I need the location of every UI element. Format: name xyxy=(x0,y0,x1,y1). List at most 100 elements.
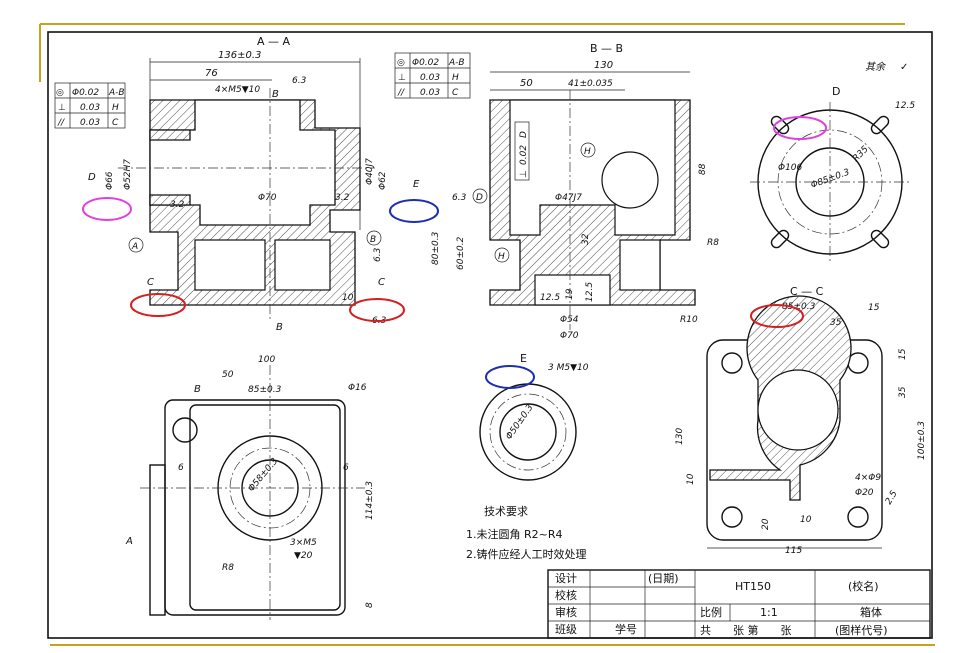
dim-50: 50 xyxy=(520,78,533,89)
technical-requirements: 技术要求 1.未注圆角 R2~R4 2.铸件应经人工时效处理 xyxy=(466,505,587,561)
tb-student-no: 学号 xyxy=(615,622,637,636)
red-oval-c-right xyxy=(349,298,405,322)
rough-3-2-a: 3.2 xyxy=(170,200,185,210)
dim-3xm5: 3×M5 xyxy=(290,538,317,548)
dim-10-left: 10 xyxy=(686,473,696,485)
view-e: E 3 M5▼10 Φ50±0.3 xyxy=(479,352,589,481)
dim-phi40: Φ40J7 xyxy=(365,158,375,185)
dim-4xm5: 4×M5▼10 xyxy=(215,85,260,95)
tol-r-r3-c2: 0.03 xyxy=(420,88,440,98)
dim-20-plan: ▼20 xyxy=(294,551,313,561)
tol-l-r1-c3: A-B xyxy=(108,88,125,98)
dim-phi50: Φ50±0.3 xyxy=(504,403,536,442)
label-b-bottom: B xyxy=(276,322,283,333)
label-b-plan: B xyxy=(194,384,201,395)
magenta-oval-left xyxy=(82,197,132,221)
magenta-oval-d-view xyxy=(773,116,827,140)
dim-100-plan: 100 xyxy=(258,355,275,365)
tol-r-r3-c1: // xyxy=(397,88,405,98)
dim-6-right: 6 xyxy=(343,463,349,473)
tb-check: 校核 xyxy=(555,588,577,602)
rough-3-2-b: 3.2 xyxy=(335,193,350,203)
dim-phi70-bb: Φ70 xyxy=(560,331,579,341)
blue-oval-aa xyxy=(389,199,439,223)
tol-l-r2-c3: H xyxy=(112,103,119,113)
tb-part-name: 箱体 xyxy=(860,605,882,619)
dim-32: 32 xyxy=(581,233,591,245)
tol-l-r1-c2: Φ0.02 xyxy=(72,88,99,98)
tb-design: 设计 xyxy=(555,572,577,585)
tol-bb-ref: D xyxy=(519,131,529,138)
tol-bb-val: 0.02 xyxy=(519,145,529,165)
dim-8: 8 xyxy=(365,602,375,608)
dim-50-plan: 50 xyxy=(222,370,234,380)
dim-phi52: Φ52H7 xyxy=(123,159,133,190)
dim-15-right: 15 xyxy=(898,348,908,360)
tb-school: (校名) xyxy=(848,579,879,593)
dim-4xphi9: 4×Φ9 xyxy=(855,473,881,483)
tol-l-r3-c2: 0.03 xyxy=(80,118,100,128)
rough-6-3-bb: 6.3 xyxy=(452,193,467,203)
tol-l-r2-c2: 0.03 xyxy=(80,103,100,113)
tol-l-r2-c1: ⊥ xyxy=(58,103,66,113)
tol-r-r2-c1: ⊥ xyxy=(398,73,406,83)
view-d: D 12.5 Φ106 Φ85±0.3 R35 xyxy=(750,85,915,262)
dim-r8-plan: R8 xyxy=(222,563,234,573)
tol-r-r1-c1: ◎ xyxy=(397,58,405,68)
dim-136: 136±0.3 xyxy=(218,50,261,61)
dim-130-cc: 130 xyxy=(675,428,685,445)
rough-2-5: 2.5 xyxy=(884,489,900,507)
tech-req-line-1: 1.未注圆角 R2~R4 xyxy=(466,527,563,541)
dim-r10: R10 xyxy=(680,315,698,325)
dim-20-cc: 20 xyxy=(761,518,771,530)
tech-req-line-2: 2.铸件应经人工时效处理 xyxy=(466,547,587,561)
drawing-border xyxy=(47,31,933,639)
tol-r-r2-c2: 0.03 xyxy=(420,73,440,83)
plan-view: 100 50 85±0.3 Φ16 6 6 Φ58±0.3 3×M5 ▼20 1… xyxy=(125,355,375,620)
tol-r-r1-c2: Φ0.02 xyxy=(412,58,439,68)
tol-r-r3-c3: C xyxy=(452,88,459,98)
tolerance-frame-left: ◎ Φ0.02 A-B ⊥ 0.03 H // 0.03 C xyxy=(54,82,126,129)
section-view-aa: A — A 136±0.3 76 4×M5▼10 6.3 28 Φ52H7 Φ6… xyxy=(88,35,420,333)
tb-sheet: 共 张 第 张 xyxy=(700,623,792,637)
tb-drawing-no: (图样代号) xyxy=(835,623,888,637)
rough-6-3-b: 6.3 xyxy=(373,247,383,262)
view-e-note: 3 M5▼10 xyxy=(548,363,589,373)
dim-85-cc: 85±0.3 xyxy=(782,302,816,312)
tol-r-r1-c3: A-B xyxy=(448,58,465,68)
label-c-left: C xyxy=(147,277,154,288)
red-oval-c-left xyxy=(130,293,186,317)
tol-l-r3-c1: // xyxy=(57,118,65,128)
dim-phi106: Φ106 xyxy=(778,163,803,173)
tech-req-title: 技术要求 xyxy=(484,505,528,518)
blue-oval-e xyxy=(485,365,535,389)
tb-class: 班级 xyxy=(555,623,577,636)
dim-15-top: 15 xyxy=(868,303,880,313)
rough-12-5-a: 12.5 xyxy=(540,293,560,303)
dim-115: 115 xyxy=(785,546,802,556)
dim-80: 80±0.3 xyxy=(431,231,441,265)
dim-10: 10 xyxy=(342,293,354,303)
label-c-right: C xyxy=(378,277,385,288)
dim-35-top: 35 xyxy=(830,318,842,328)
dim-r35: R35 xyxy=(851,144,871,164)
section-view-cc: C — C 85±0.3 15 35 R10 15 35 100±0.3 130… xyxy=(675,285,927,556)
dim-r8: R8 xyxy=(707,238,719,248)
label-b-top: B xyxy=(272,89,279,100)
dim-35-right: 35 xyxy=(898,386,908,398)
dim-88: 88 xyxy=(698,163,708,175)
dim-114: 114±0.3 xyxy=(365,481,375,520)
rough-12-5-b: 12.5 xyxy=(585,282,595,302)
dim-19: 19 xyxy=(565,288,575,300)
tb-date: (日期) xyxy=(648,572,679,585)
dim-phi47: Φ47J7 xyxy=(555,193,582,203)
dim-phi62: Φ62 xyxy=(378,171,388,190)
tol-l-r1-c1: ◎ xyxy=(56,88,64,98)
label-h-top: H xyxy=(584,147,591,157)
label-a-plan: A xyxy=(125,536,133,547)
dim-60: 60±0.2 xyxy=(456,236,466,270)
label-h-left: H xyxy=(498,252,505,262)
tb-scale: 1:1 xyxy=(760,606,778,619)
red-oval-cc-dim xyxy=(750,304,804,328)
